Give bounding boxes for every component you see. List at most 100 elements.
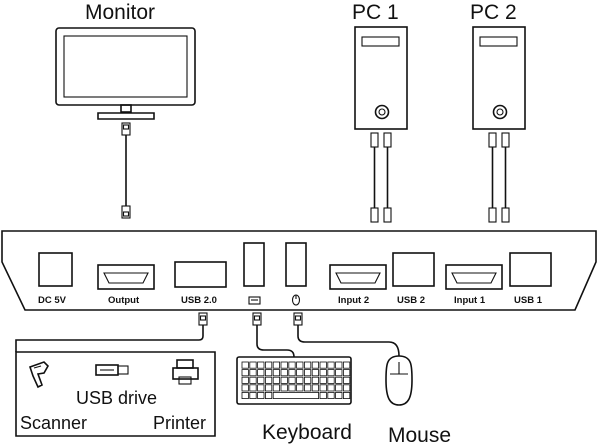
keyboard-key <box>342 376 351 384</box>
kvm-switch-body <box>1 230 597 311</box>
port-output-hdmi <box>97 264 155 290</box>
keyboard-key <box>311 384 320 392</box>
keyboard-label: Keyboard <box>262 421 352 444</box>
keyboard-key <box>249 384 257 392</box>
keyboard-key <box>319 369 327 377</box>
keyboard-key <box>264 361 273 369</box>
keyboard-key <box>280 376 288 384</box>
keyboard-key <box>249 361 257 369</box>
keyboard-key <box>257 376 265 384</box>
usb-drive-label: USB drive <box>76 388 157 408</box>
port-keyboard-usb <box>243 242 265 287</box>
port-label-dc: DC 5V <box>38 295 67 306</box>
keyboard-key <box>257 384 265 392</box>
keyboard-key <box>335 361 343 369</box>
keyboard-key <box>272 361 281 369</box>
keyboard-key <box>280 369 288 377</box>
keyboard-key <box>311 376 320 384</box>
keyboard-key <box>342 391 351 399</box>
keyboard-key <box>257 391 265 399</box>
keyboard-cable <box>252 312 295 358</box>
keyboard-key <box>327 384 335 392</box>
keyboard-key <box>319 384 327 392</box>
printer-label: Printer <box>153 413 206 433</box>
keyboard-key <box>335 384 343 392</box>
keyboard-key <box>241 369 249 377</box>
keyboard-key <box>241 376 249 384</box>
port-usb1 <box>509 252 552 287</box>
port-input1-hdmi <box>445 264 503 290</box>
pc1-label: PC 1 <box>352 1 399 24</box>
keyboard-key <box>249 369 257 377</box>
keyboard-key <box>335 391 343 399</box>
keyboard-small-icon <box>248 296 261 305</box>
monitor-label: Monitor <box>85 1 155 24</box>
keyboard-key <box>296 369 304 377</box>
keyboard-key <box>303 384 312 392</box>
keyboard-key <box>249 376 257 384</box>
port-usb20 <box>174 261 227 288</box>
monitor-cable <box>121 122 131 219</box>
port-label-input2: Input 2 <box>338 295 369 306</box>
keyboard-key <box>249 391 257 399</box>
port-label-usb1: USB 1 <box>514 295 543 306</box>
keyboard-key <box>241 391 249 399</box>
port-input2-hdmi <box>329 264 387 290</box>
keyboard-key <box>264 384 273 392</box>
usb-drive-icon <box>95 364 129 376</box>
keyboard-key <box>272 384 281 392</box>
printer-icon <box>172 359 199 385</box>
keyboard-key <box>319 391 327 399</box>
keyboard-key <box>288 376 296 384</box>
keyboard-key <box>257 369 265 377</box>
usb20-hub-cable <box>15 312 208 352</box>
keyboard-key <box>280 361 288 369</box>
keyboard-key <box>342 361 351 369</box>
keyboard-key <box>303 376 312 384</box>
keyboard-key <box>319 376 327 384</box>
keyboard-key <box>311 369 320 377</box>
scanner-label: Scanner <box>20 413 87 433</box>
keyboard-icon <box>236 356 352 405</box>
mouse-small-icon <box>291 294 301 306</box>
keyboard-key <box>288 369 296 377</box>
pc1-tower-icon <box>354 26 408 130</box>
keyboard-key <box>327 361 335 369</box>
keyboard-key <box>311 361 320 369</box>
keyboard-key <box>272 376 281 384</box>
keyboard-key <box>303 361 312 369</box>
monitor-icon <box>55 27 196 120</box>
keyboard-key <box>296 384 304 392</box>
port-label-usb20: USB 2.0 <box>181 295 217 306</box>
keyboard-key <box>280 384 288 392</box>
pc2-tower-icon <box>472 26 526 130</box>
port-label-usb2: USB 2 <box>397 295 425 306</box>
keyboard-key <box>342 369 351 377</box>
keyboard-key <box>264 391 273 399</box>
keyboard-key <box>296 376 304 384</box>
keyboard-key <box>296 361 304 369</box>
keyboard-key <box>319 361 327 369</box>
keyboard-key <box>335 376 343 384</box>
keyboard-key <box>327 369 335 377</box>
pc1-cables <box>370 132 392 223</box>
keyboard-key <box>288 384 296 392</box>
keyboard-key <box>327 376 335 384</box>
port-label-input1: Input 1 <box>454 295 486 306</box>
keyboard-key <box>272 369 281 377</box>
keyboard-key <box>264 369 273 377</box>
port-usb2 <box>392 252 435 287</box>
scanner-icon <box>28 361 49 389</box>
mouse-label: Mouse <box>388 424 451 444</box>
keyboard-key <box>303 369 312 377</box>
mouse-icon <box>385 355 413 406</box>
keyboard-key <box>342 384 351 392</box>
keyboard-key <box>257 361 265 369</box>
mouse-cable <box>293 312 400 357</box>
keyboard-key <box>241 361 249 369</box>
port-mouse-usb <box>285 242 307 287</box>
port-label-output: Output <box>108 295 140 306</box>
keyboard-key <box>288 361 296 369</box>
keyboard-key <box>264 376 273 384</box>
